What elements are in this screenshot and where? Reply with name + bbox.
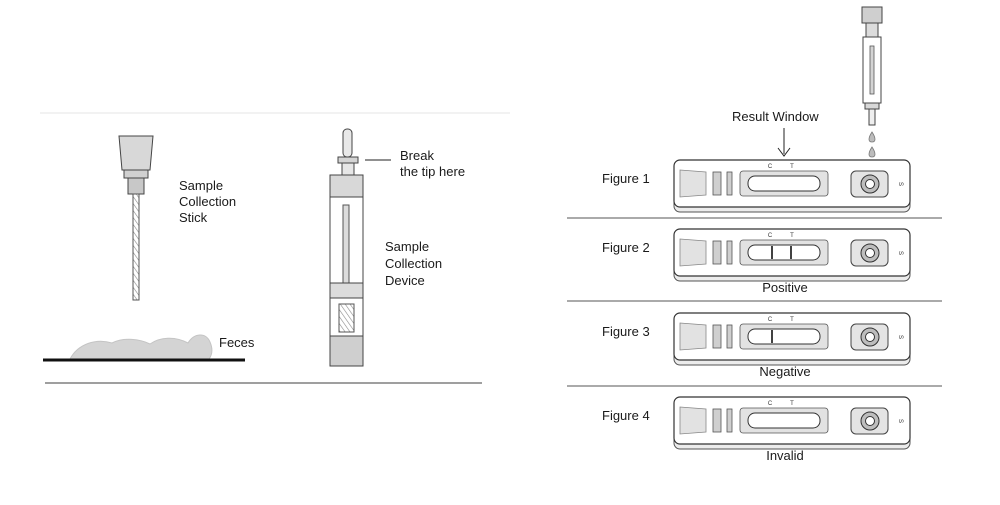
- figure-label: Figure 4: [602, 408, 650, 423]
- stick-label-line-1: Sample: [179, 178, 223, 193]
- cassette-stripe: [712, 171, 722, 196]
- stick-label-line-2: Collection: [179, 194, 236, 209]
- result-window-arrow: [777, 128, 791, 157]
- control-mark: C: [768, 233, 773, 239]
- cassette-stripe: [726, 408, 733, 433]
- break-label-line-2: the tip here: [400, 164, 465, 179]
- sample-collection-device: [329, 128, 364, 367]
- cassette-grip: [679, 406, 707, 435]
- figure-label: Figure 3: [602, 324, 650, 339]
- cassette-stripe: [712, 408, 722, 433]
- sample-drop: [868, 146, 876, 158]
- test-mark: T: [790, 317, 794, 323]
- result-caption: Invalid: [766, 448, 804, 463]
- cassette-grip: [679, 238, 707, 267]
- sample-mark: S: [897, 182, 903, 186]
- result-caption: Positive: [762, 280, 808, 295]
- figure-label: Figure 1: [602, 171, 650, 186]
- feces-label: Feces: [219, 335, 255, 350]
- result-window: [747, 328, 821, 345]
- test-mark: T: [790, 164, 794, 170]
- cassette-stripe: [712, 324, 722, 349]
- cassette-figure-1: Figure 1 C T S: [567, 159, 942, 219]
- control-mark: C: [768, 317, 773, 323]
- sample-mark: S: [897, 251, 903, 255]
- device-label-line-1: Sample: [385, 239, 429, 254]
- test-mark: T: [790, 233, 794, 239]
- cassette-stripe: [726, 171, 733, 196]
- sample-collection-stick: [118, 135, 154, 301]
- result-window: [747, 412, 821, 429]
- test-mark: T: [790, 401, 794, 407]
- control-mark: C: [768, 164, 773, 170]
- cassette-stripe: [726, 324, 733, 349]
- sample-mark: S: [897, 335, 903, 339]
- left-panel: Sample Collection Stick Feces Break the …: [40, 112, 510, 384]
- device-label-line-3: Device: [385, 273, 425, 288]
- cassette-stripe: [712, 240, 722, 265]
- stick-label-line-3: Stick: [179, 210, 208, 225]
- control-mark: C: [768, 401, 773, 407]
- dropper-device: [861, 6, 883, 158]
- result-window-label: Result Window: [732, 109, 819, 124]
- figure-label: Figure 2: [602, 240, 650, 255]
- cassette-figure-4: Figure 4 C T S Invalid: [602, 396, 911, 463]
- device-label-line-2: Collection: [385, 256, 442, 271]
- result-window: [747, 175, 821, 192]
- break-label-line-1: Break: [400, 148, 434, 163]
- result-window: [747, 244, 821, 261]
- cassette-figure-2: Figure 2 C T S Positive: [567, 228, 942, 302]
- feces-sample: [43, 334, 245, 362]
- cassette-stripe: [726, 240, 733, 265]
- right-panel: Result Window Figure 1 C T S Figure 2 C T S Posi…: [567, 6, 942, 463]
- result-caption: Negative: [759, 364, 810, 379]
- cassette-grip: [679, 322, 707, 351]
- sample-mark: S: [897, 419, 903, 423]
- cassette-figure-3: Figure 3 C T S Negative: [567, 312, 942, 387]
- cassette-grip: [679, 169, 707, 198]
- sample-drop: [868, 131, 876, 143]
